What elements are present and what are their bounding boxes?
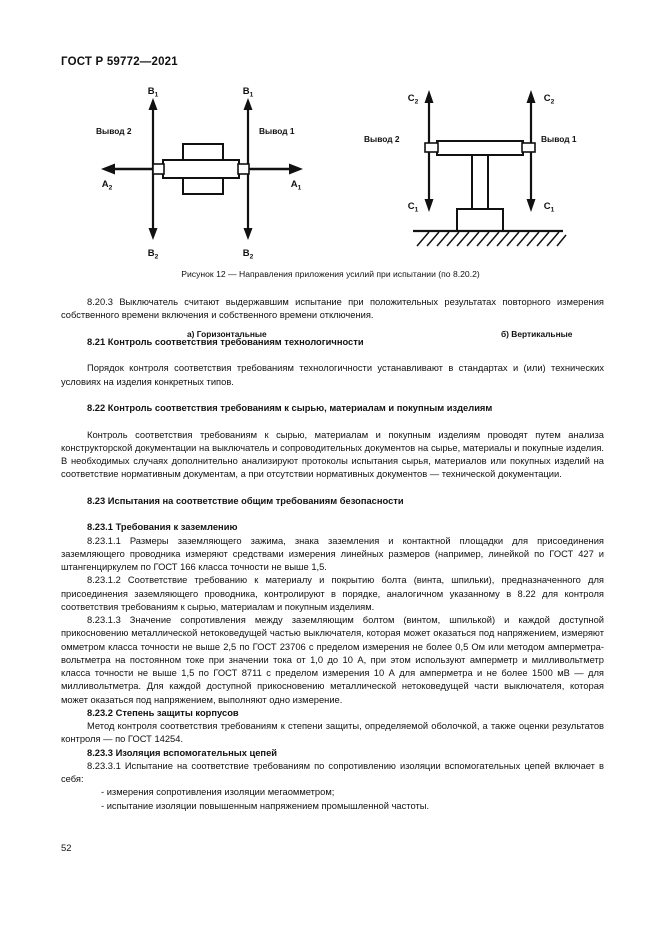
terminal-label-left-v: Вывод 2 [364, 134, 400, 144]
arrow-left-horizontal [101, 163, 115, 175]
terminal-square-left [152, 163, 165, 175]
figure-12: B1 B1 B2 B2 A2 A1 Вывод 2 Вывод 1 [61, 84, 604, 339]
paragraph-8-23-2: Метод контроля соответствия требованиям … [61, 721, 604, 745]
diagram-vertical: C2 C2 C1 C1 Вывод 2 Вывод 1 [361, 84, 604, 259]
label-b2-left: B2 [148, 248, 159, 259]
arrow-up-left-v [424, 90, 434, 103]
label-c1-left: C1 [408, 201, 419, 213]
heading-8-23-2: 8.23.2 Степень защиты корпусов [87, 707, 239, 718]
heading-8-23-3: 8.23.3 Изоляция вспомогательных цепей [87, 747, 278, 758]
arrow-right-horizontal [289, 163, 303, 175]
switch-body [162, 159, 240, 179]
label-b1-right: B1 [243, 86, 254, 98]
switch-top-block [182, 143, 224, 161]
terminal-label-right: Вывод 1 [259, 126, 295, 136]
heading-8-23-1: 8.23.1 Требования к заземлению [87, 522, 238, 533]
support-post [471, 154, 489, 210]
paragraph-8-23-1-2: 8.23.1.2 Соответствие требованию к матер… [61, 575, 604, 612]
sub-caption-horizontal: а) Горизонтальные [187, 329, 267, 339]
terminal-square-left-v [424, 142, 439, 153]
label-c2-left: C2 [408, 93, 419, 105]
label-c1-right: C1 [544, 201, 555, 213]
terminal-square-right-v [521, 142, 536, 153]
arrow-down-right-v [526, 199, 536, 212]
figure-caption: Рисунок 12 — Направления приложения усил… [181, 269, 480, 279]
paragraph-8-23-1-1: 8.23.1.1 Размеры заземляющего зажима, зн… [61, 535, 604, 573]
label-b2-right: B2 [243, 248, 254, 259]
label-a1: A1 [291, 179, 302, 191]
arrow-down-right [243, 228, 253, 240]
heading-8-22: 8.22 Контроль соответствия требованиям к… [87, 403, 493, 413]
heading-8-21: 8.21 Контроль соответствия требованиям т… [87, 336, 364, 347]
page-number: 52 [61, 842, 72, 853]
terminal-square-right [237, 163, 250, 175]
standard-header: ГОСТ Р 59772—2021 [61, 56, 178, 68]
paragraph-8-22: Контроль соответствия требованиям к сырь… [61, 429, 604, 480]
diagram-horizontal: B1 B1 B2 B2 A2 A1 Вывод 2 Вывод 1 [91, 84, 341, 260]
base-block [456, 208, 504, 232]
diagram-vertical-svg: C2 C2 C1 C1 Вывод 2 Вывод 1 [364, 90, 577, 247]
terminal-label-right-v: Вывод 1 [541, 134, 577, 144]
diagram-horizontal-svg: B1 B1 B2 B2 A2 A1 Вывод 2 Вывод 1 [96, 86, 303, 260]
document-body: 8.20.3 Выключатель считают выдержавшим и… [61, 296, 604, 813]
paragraph-8-20-3: 8.20.3 Выключатель считают выдержавшим и… [61, 297, 604, 321]
arrow-up-right-v [526, 90, 536, 103]
switch-bar [436, 140, 524, 156]
paragraph-8-23-3-1: 8.23.3.1 Испытание на соответствие требо… [61, 760, 604, 784]
paragraph-8-21: Порядок контроля соответствия требования… [61, 363, 604, 387]
terminal-label-left: Вывод 2 [96, 126, 132, 136]
paragraph-8-23-1-3: 8.23.1.3 Значение сопротивления между за… [61, 615, 604, 705]
sub-caption-vertical: б) Вертикальные [501, 329, 573, 339]
label-c2-right: C2 [544, 93, 555, 105]
label-a2: A2 [102, 179, 113, 191]
label-b1-left: B1 [148, 86, 159, 98]
list-item-2: - испытание изоляции повышенным напряжен… [101, 800, 430, 811]
arrow-up-left [148, 98, 158, 110]
switch-bottom-block [182, 177, 224, 195]
arrow-down-left [148, 228, 158, 240]
arrow-down-left-v [424, 199, 434, 212]
arrow-up-right [243, 98, 253, 110]
heading-8-23: 8.23 Испытания на соответствие общим тре… [87, 495, 404, 506]
list-item-1: - измерения сопротивления изоляции мегао… [101, 787, 335, 798]
